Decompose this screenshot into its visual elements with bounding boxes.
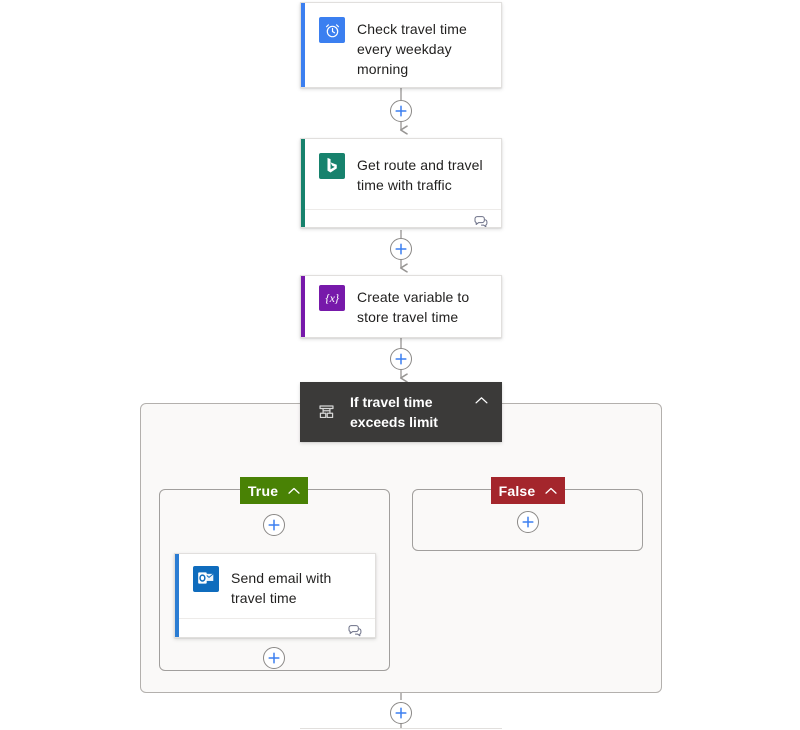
alarm-clock-icon	[319, 17, 345, 43]
comment-icon[interactable]	[474, 215, 489, 227]
add-step-button-after-trigger[interactable]	[390, 100, 412, 122]
false-branch-badge[interactable]: False	[491, 477, 565, 504]
next-card-sliver	[300, 728, 502, 730]
action-card-send-email[interactable]: Send email with travel time	[174, 553, 376, 638]
add-step-button-false[interactable]	[517, 511, 539, 533]
chevron-up-icon[interactable]	[545, 487, 558, 495]
card-footer	[175, 618, 375, 637]
control-condition-icon	[314, 400, 338, 424]
card-header: Get route and travel time with traffic	[301, 139, 501, 209]
action-card-init-variable[interactable]: {x} Create variable to store travel time	[300, 275, 502, 338]
add-step-button-true-top[interactable]	[263, 514, 285, 536]
card-header: Check travel time every weekday morning	[301, 3, 501, 87]
add-step-button-after-condition[interactable]	[390, 702, 412, 724]
card-accent-bar	[175, 554, 179, 637]
comment-icon[interactable]	[348, 624, 363, 637]
card-accent-bar	[301, 276, 305, 337]
card-header: Send email with travel time	[175, 554, 375, 618]
card-header: {x} Create variable to store travel time	[301, 276, 501, 337]
card-title: Check travel time every weekday morning	[357, 21, 467, 77]
true-branch-badge[interactable]: True	[240, 477, 308, 504]
add-step-button-after-variable[interactable]	[390, 348, 412, 370]
chevron-up-icon[interactable]	[288, 487, 300, 495]
action-card-trigger[interactable]: Check travel time every weekday morning	[300, 2, 502, 88]
add-step-button-after-bing[interactable]	[390, 238, 412, 260]
false-badge-label: False	[498, 482, 536, 499]
card-title: Send email with travel time	[231, 570, 332, 606]
condition-title: If travel time exceeds limit	[350, 394, 438, 430]
condition-header[interactable]: If travel time exceeds limit	[300, 382, 502, 442]
condition-scope-container	[140, 403, 662, 693]
add-step-button-true-bottom[interactable]	[263, 647, 285, 669]
chevron-up-icon[interactable]	[472, 391, 490, 409]
variable-braces-icon: {x}	[319, 285, 345, 311]
true-badge-label: True	[247, 482, 279, 499]
bing-maps-icon	[319, 153, 345, 179]
outlook-icon	[193, 566, 219, 592]
card-footer	[301, 209, 501, 227]
card-accent-bar	[301, 3, 305, 87]
card-title: Create variable to store travel time	[357, 289, 470, 325]
action-card-bing-route[interactable]: Get route and travel time with traffic	[300, 138, 502, 228]
card-title: Get route and travel time with traffic	[357, 157, 483, 193]
card-accent-bar	[301, 139, 305, 227]
